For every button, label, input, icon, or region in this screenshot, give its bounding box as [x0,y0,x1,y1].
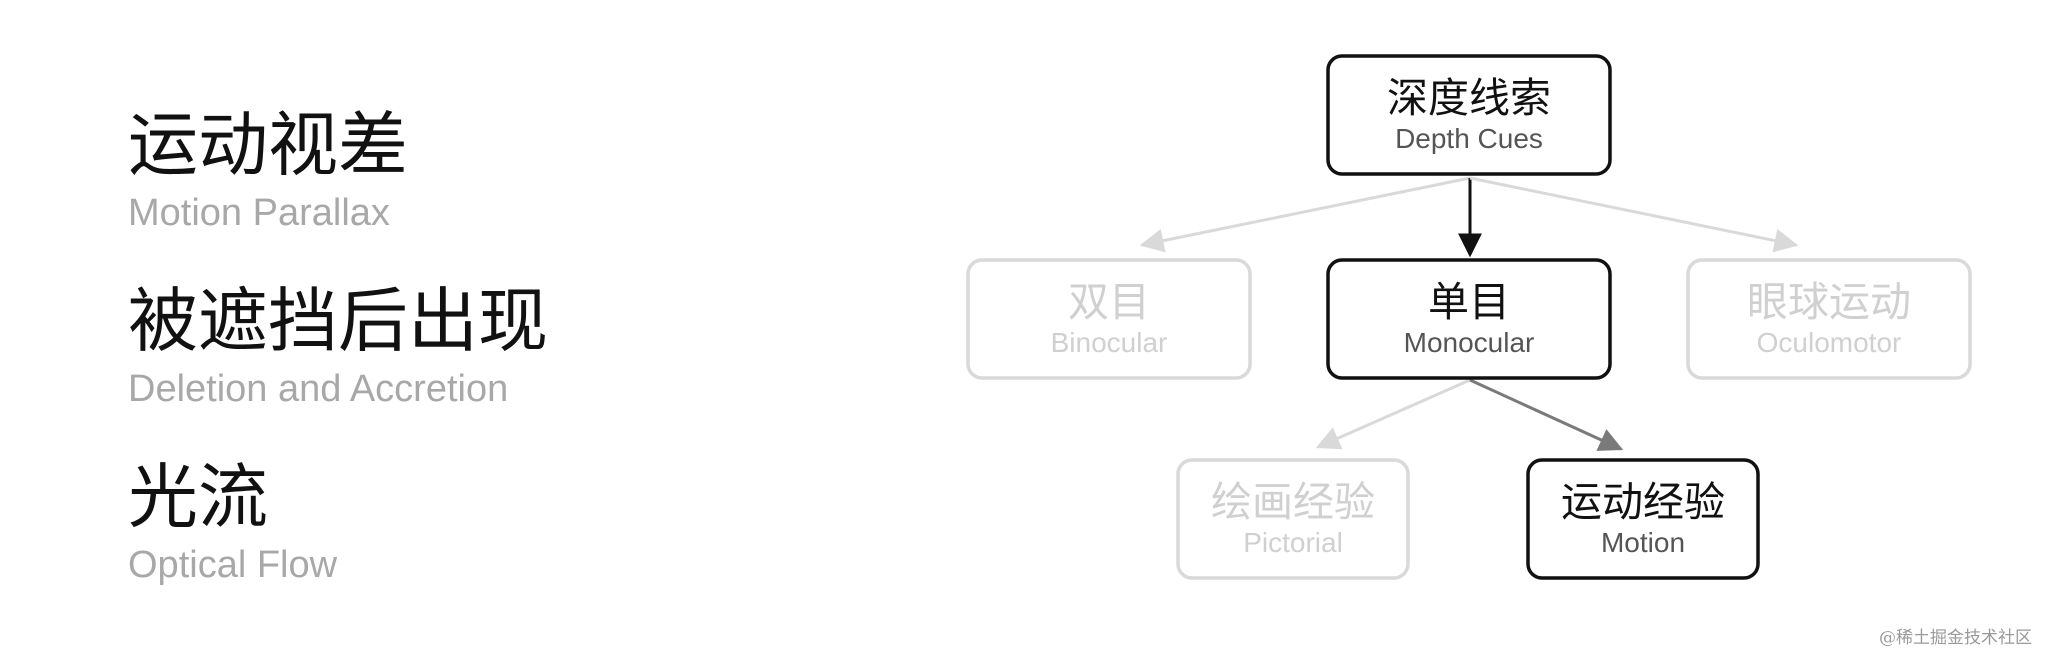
node-label-zh: 深度线索 [1387,74,1551,122]
cue-motion-parallax: 运动视差 Motion Parallax [128,110,408,232]
node-label-en: Monocular [1404,327,1535,358]
node-oculomotor: 眼球运动 Oculomotor [1686,258,1972,380]
cue-subtitle: Optical Flow [128,544,338,586]
cue-title: 被遮挡后出现 [128,280,548,362]
edge-root-binocular [1139,176,1471,253]
node-label-zh: 双目 [1068,278,1150,326]
node-monocular: 单目 Monocular [1326,258,1612,380]
node-depth-cues: 深度线索 Depth Cues [1326,54,1612,176]
cue-title: 运动视差 [128,104,408,186]
edge-root-oculomotor [1469,176,1799,253]
edge-monocular-pictorial [1315,378,1471,450]
node-label-zh: 运动经验 [1561,478,1725,526]
cue-subtitle: Motion Parallax [128,192,390,234]
node-label-en: Motion [1601,527,1685,558]
node-motion: 运动经验 Motion [1526,458,1760,580]
node-label-zh: 绘画经验 [1211,478,1375,526]
watermark: @稀土掘金技术社区 [1879,628,2032,648]
node-pictorial: 绘画经验 Pictorial [1176,458,1410,580]
cue-deletion-accretion: 被遮挡后出现 Deletion and Accretion [128,286,548,408]
node-label-zh: 眼球运动 [1747,278,1911,326]
cue-subtitle: Deletion and Accretion [128,368,509,410]
node-label-en: Oculomotor [1757,327,1902,358]
cue-optical-flow: 光流 Optical Flow [128,462,337,584]
node-binocular: 双目 Binocular [966,258,1252,380]
edge-monocular-motion [1469,378,1624,451]
node-label-en: Depth Cues [1395,123,1543,154]
node-label-en: Pictorial [1243,527,1343,558]
node-label-en: Binocular [1051,327,1168,358]
cue-title: 光流 [128,456,268,538]
node-label-zh: 单目 [1428,278,1510,326]
